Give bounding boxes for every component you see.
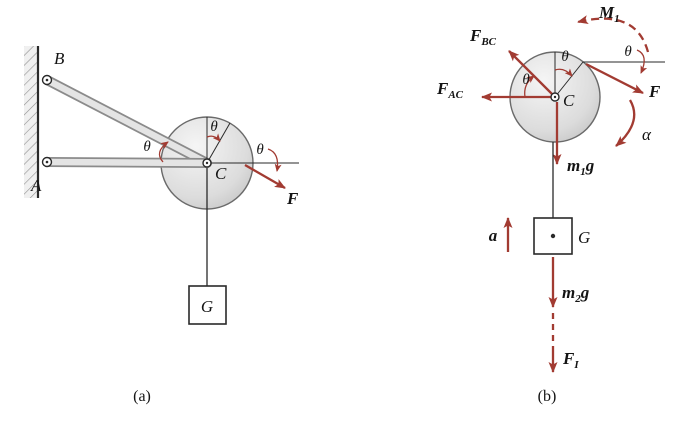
label-force-f-a: F [286,189,299,208]
caption-a: (a) [133,388,151,405]
label-theta-top-a: θ [210,119,218,135]
label-inertia-fi: FI [562,349,579,371]
pin-c-b-center [553,95,557,99]
label-theta-left-b: θ [522,72,530,88]
label-point-c-b: C [563,91,575,110]
bar-bc [43,76,211,167]
label-weight-m1g: m1g [567,156,595,178]
tilted-radius-b [554,61,584,98]
label-point-c-a: C [215,164,227,183]
panel-a: B A C G θ θ θ F (a) [24,46,299,405]
force-f-arrow-a [244,164,286,189]
label-alpha: α [642,125,652,144]
label-point-a: A [30,176,42,195]
caption-b: (b) [538,388,557,405]
bar-ac [43,158,211,167]
theta-arc-force-a [267,148,282,172]
label-theta-bars: θ [143,139,151,155]
label-force-fac: FAC [436,79,464,101]
label-theta-top-b: θ [561,49,569,65]
label-weight-m2g: m2g [562,283,590,305]
block-g-a [188,285,227,325]
alpha-arrow [615,99,636,147]
label-block-g-a: G [201,297,213,316]
tilted-radius-a [206,122,231,164]
label-theta-force-a: θ [256,142,264,158]
force-f-arrow-b [585,62,644,95]
label-moment-m1: M1 [598,3,620,25]
label-force-fbc: FBC [469,26,497,48]
pin-c-a-center [205,161,209,165]
pin-b-center [45,78,49,82]
label-point-b: B [54,49,65,68]
wall-hatching [24,46,38,198]
theta-arc-top-b [554,68,573,77]
force-fbc-arrow [508,50,553,95]
label-theta-right-b: θ [624,44,632,60]
theta-arc-left-b [524,75,535,98]
panel-b: M1 FBC FAC F θ θ θ C m1g α a G m2g FI (b… [436,3,665,405]
label-block-g-b: G [578,228,590,247]
theta-arc-right-b [636,49,648,74]
moment-m1-arc [577,15,650,53]
label-accel-a: a [489,226,498,245]
theta-arc-bars [158,141,169,163]
pin-a-center [45,160,49,164]
label-force-f-b: F [648,82,661,101]
block-center-dot [550,233,556,239]
theta-arc-top-a [206,133,221,142]
